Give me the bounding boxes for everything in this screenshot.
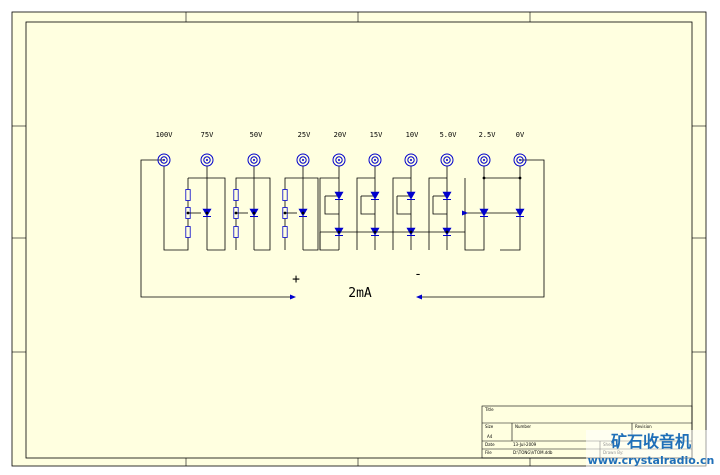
- divider-section: [319, 232, 339, 251]
- terminal-label-75v: 75V: [201, 131, 214, 139]
- diode-symbol: [406, 191, 416, 200]
- resistor-symbol: [185, 189, 191, 201]
- date-value: 13-Jul-2009: [513, 442, 537, 447]
- junction-dot: [409, 230, 413, 234]
- divider-section: [392, 177, 411, 250]
- number-label: Number: [515, 424, 531, 429]
- terminal-labels: 100V 75V 50V 25V 20V 15V 10V 5.0V 2.5V 0…: [156, 131, 525, 139]
- watermark-url: www.crystalradio.cn: [588, 454, 715, 467]
- terminal-label-10v: 10V: [406, 131, 419, 139]
- terminal-jack-6: [404, 153, 418, 167]
- meter-negative-lead: [422, 159, 545, 298]
- divider-section: [360, 196, 375, 215]
- sheet-inner-border: [25, 21, 693, 459]
- divider-section: [396, 196, 411, 215]
- terminal-jack-0: [157, 153, 171, 167]
- junction-dot: [283, 211, 287, 215]
- resistor-symbol: [233, 226, 239, 238]
- voltage-divider-circuit: [140, 153, 545, 300]
- meter-positive-lead: [140, 159, 290, 298]
- divider-section: [188, 177, 226, 251]
- file-label: File: [485, 450, 492, 455]
- divider-section: [500, 166, 521, 251]
- watermark-title: 矿石收音机: [611, 432, 691, 451]
- junction-dot: [252, 211, 256, 215]
- revision-label: Revision: [635, 424, 652, 429]
- junction-dot: [205, 211, 209, 215]
- junction-dot: [186, 211, 190, 215]
- terminal-jack-9: [513, 153, 527, 167]
- junction-dot: [234, 211, 238, 215]
- terminal-label-2-5v: 2.5V: [479, 131, 497, 139]
- terminal-jack-1: [200, 153, 214, 167]
- title-label: Title: [484, 407, 494, 412]
- divider-section: [284, 177, 319, 251]
- junction-dot: [301, 211, 305, 215]
- diode-symbol: [442, 191, 452, 200]
- terminal-label-15v: 15V: [370, 131, 383, 139]
- date-label: Date: [485, 442, 495, 447]
- terminal-jack-3: [296, 153, 310, 167]
- divider-section: [356, 177, 375, 250]
- terminal-jack-2: [247, 153, 261, 167]
- junction-dot: [337, 230, 341, 234]
- junction-dot: [373, 230, 377, 234]
- terminal-jack-7: [440, 153, 454, 167]
- terminal-label-20v: 20V: [334, 131, 347, 139]
- meter-negative-arrow: [416, 294, 422, 300]
- meter-plus-sign: +: [292, 272, 300, 287]
- terminal-jack-4: [332, 153, 346, 167]
- size-label: Size: [485, 424, 494, 429]
- junction-dot: [482, 176, 486, 180]
- terminal-label-50v: 50V: [250, 131, 263, 139]
- frame-zone-marks: [12, 12, 706, 466]
- diode-symbol: [334, 191, 344, 200]
- diode-symbol: [370, 191, 380, 200]
- terminal-label-5v: 5.0V: [440, 131, 458, 139]
- terminal-label-25v: 25V: [298, 131, 311, 139]
- watermark-backdrop: [586, 430, 716, 470]
- diode-symbol: [479, 208, 489, 217]
- divider-section: [432, 196, 447, 215]
- divider-section: [235, 177, 271, 251]
- terminal-jack-5: [368, 153, 382, 167]
- resistor-symbol: [282, 189, 288, 201]
- meter-positive-arrow: [290, 294, 296, 300]
- resistor-symbol: [233, 189, 239, 201]
- resistor-symbol: [185, 226, 191, 238]
- meter-full-scale-label: 2mA: [348, 286, 372, 301]
- terminal-jack-8: [477, 153, 491, 167]
- junction-dot: [445, 230, 449, 234]
- file-value: D:\TONG\VTOM.ddb: [513, 450, 553, 455]
- size-value: A4: [487, 434, 493, 439]
- divider-section: [428, 177, 447, 250]
- meter-minus-sign: -: [414, 267, 422, 282]
- terminal-label-100v: 100V: [156, 131, 174, 139]
- resistor-symbol: [282, 226, 288, 238]
- divider-section: [319, 177, 339, 250]
- junction-dot: [518, 176, 522, 180]
- divider-section: [324, 196, 339, 215]
- terminal-label-0v: 0V: [516, 131, 525, 139]
- signal-arrow: [462, 210, 468, 216]
- diode-symbol: [515, 208, 525, 217]
